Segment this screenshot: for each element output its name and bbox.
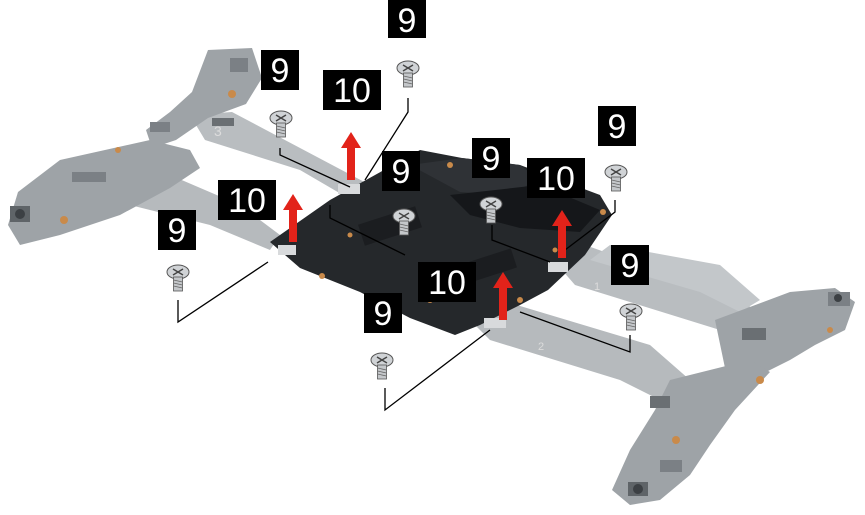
leader-lines [177,98,631,412]
callout-screw-7: 9 [611,245,649,285]
flex-cable-1 [555,245,770,338]
svg-text:9: 9 [271,52,290,90]
svg-text:9: 9 [608,108,627,146]
svg-text:10: 10 [428,264,466,302]
callouts-connector: 10 10 10 10 [218,70,585,302]
callout-screw-2: 9 [261,50,299,90]
cable-label-2: 2 [538,341,544,353]
screw-icon [396,60,420,88]
svg-text:10: 10 [333,72,371,110]
connector-bottom [484,318,506,328]
flex-cable-left [120,175,280,250]
left-sub-board [8,48,262,245]
callouts-screw: 9 9 9 9 9 9 9 9 [158,0,649,333]
callout-screw-1: 9 [388,0,426,40]
connector-top [338,184,360,194]
svg-text:9: 9 [392,153,411,191]
screw-icon [370,352,394,380]
svg-text:9: 9 [621,247,640,285]
callout-screw-8: 9 [364,293,402,333]
cable-label-1: 1 [594,281,600,293]
callout-connector-1: 10 [323,70,381,110]
callout-screw-6: 9 [158,210,196,250]
connector-right [548,262,568,272]
svg-text:9: 9 [168,212,187,250]
svg-text:9: 9 [374,295,393,333]
svg-text:10: 10 [228,182,266,220]
svg-text:10: 10 [537,160,575,198]
screw-icon [166,264,190,292]
flex-cable-2 [470,300,690,400]
right-sub-board [612,288,855,505]
screw-icon [604,164,628,192]
callout-screw-4: 9 [382,151,420,191]
svg-text:9: 9 [482,140,501,178]
callout-screw-5: 9 [472,138,510,178]
cable-label-3: 3 [214,123,222,139]
screw-icon [269,110,293,138]
svg-text:9: 9 [398,2,417,40]
callout-connector-3: 10 [527,158,585,198]
connector-left [278,245,296,255]
screw-icon [619,303,643,331]
callout-screw-3: 9 [598,106,636,146]
flex-cable-3 [190,112,370,205]
callout-connector-2: 10 [218,180,276,220]
callout-connector-4: 10 [418,262,476,302]
